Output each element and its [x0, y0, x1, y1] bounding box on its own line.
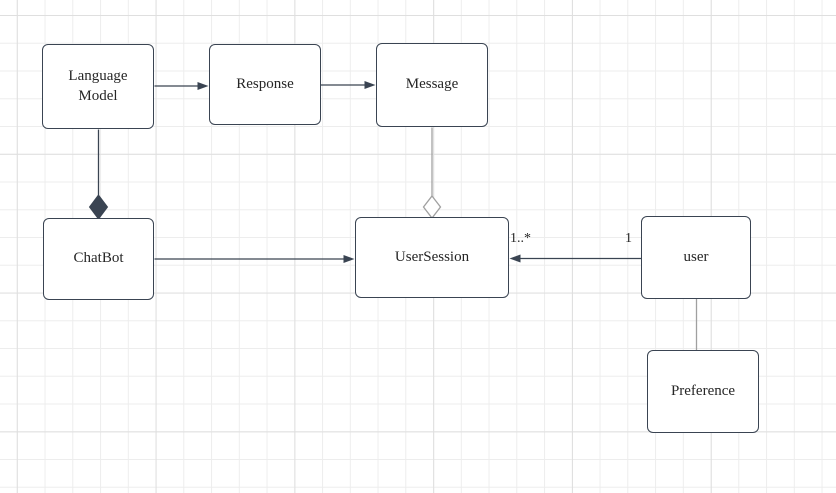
- node-label: Message: [405, 76, 459, 93]
- node-label: ChatBot: [73, 250, 124, 267]
- node-usersession[interactable]: UserSession: [355, 217, 509, 298]
- node-label: Response: [236, 75, 294, 92]
- node-label: user: [683, 248, 709, 265]
- node-label: UserSession: [394, 248, 470, 265]
- node-message[interactable]: Message: [376, 43, 488, 127]
- edge-languagemodel-chatbot-composition[interactable]: [88, 129, 109, 220]
- node-preference[interactable]: Preference: [647, 350, 759, 433]
- node-language-model[interactable]: Language Model: [42, 44, 154, 129]
- node-chatbot[interactable]: ChatBot: [43, 218, 154, 300]
- node-user[interactable]: user: [641, 216, 751, 299]
- composition-diamond: [88, 194, 109, 220]
- edge-message-usersession-aggregation[interactable]: [422, 127, 442, 220]
- aggregation-diamond: [422, 194, 442, 220]
- multiplicity-label-source[interactable]: 1: [625, 231, 632, 246]
- node-response[interactable]: Response: [209, 44, 321, 125]
- multiplicity-label-target[interactable]: 1..*: [510, 231, 531, 246]
- node-label: Language Model: [68, 68, 128, 104]
- node-label: Preference: [670, 382, 736, 399]
